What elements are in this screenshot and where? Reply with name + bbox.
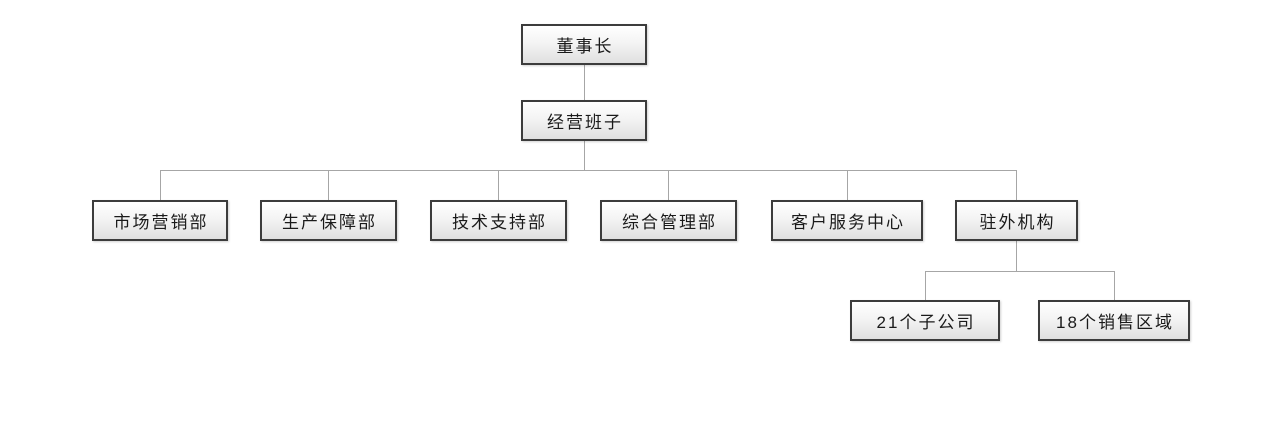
connector-drop-production	[328, 170, 329, 200]
connector-drop-sales-regions	[1114, 271, 1115, 300]
connector-drop-general-admin	[668, 170, 669, 200]
org-node-marketing-dept: 市场营销部	[92, 200, 228, 241]
org-node-general-admin-dept: 综合管理部	[600, 200, 737, 241]
connector-drop-marketing	[160, 170, 161, 200]
connector-drop-tech-support	[498, 170, 499, 200]
connector-drop-field-offices	[1016, 170, 1017, 200]
org-node-chairman: 董事长	[521, 24, 647, 65]
org-node-customer-service-center: 客户服务中心	[771, 200, 923, 241]
org-node-sales-regions: 18个销售区域	[1038, 300, 1190, 341]
connector-management-stem	[584, 141, 585, 170]
connector-level3-rail	[160, 170, 1017, 171]
connector-level4-rail	[925, 271, 1115, 272]
connector-drop-customer-service	[847, 170, 848, 200]
org-node-tech-support-dept: 技术支持部	[430, 200, 567, 241]
org-node-field-offices: 驻外机构	[955, 200, 1078, 241]
org-node-production-support-dept: 生产保障部	[260, 200, 397, 241]
org-node-management-team: 经营班子	[521, 100, 647, 141]
connector-drop-subsidiaries	[925, 271, 926, 300]
org-node-subsidiaries: 21个子公司	[850, 300, 1000, 341]
connector-field-offices-stem	[1016, 241, 1017, 271]
connector-chairman-management	[584, 65, 585, 100]
